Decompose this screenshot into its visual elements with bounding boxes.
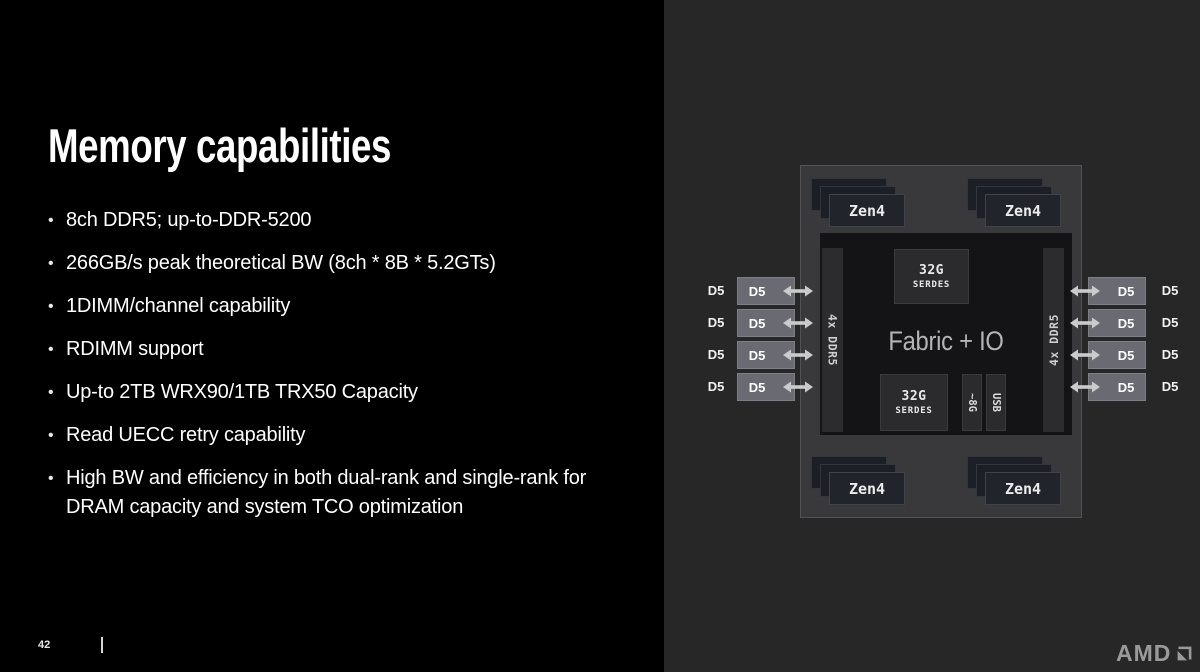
bullet-marker: • [48, 212, 54, 229]
bullet-marker: • [48, 384, 54, 401]
zen4-chiplet: Zen4 [829, 472, 905, 505]
zen4-chiplet: Zen4 [985, 194, 1061, 227]
dimm-module: D5 [737, 341, 795, 369]
ddr-controller-right: 4x DDR5 [1043, 248, 1064, 432]
dimm-channel-label: D5 [707, 379, 725, 394]
zen4-chiplet-stack: Zen4 [811, 456, 905, 505]
zen4-label: Zen4 [1004, 201, 1042, 220]
zen4-chiplet: Zen4 [829, 194, 905, 227]
bullet-item: • Read UECC retry capability [48, 421, 588, 450]
bullet-marker: • [48, 298, 54, 315]
bullet-item: • Up-to 2TB WRX90/1TB TRX50 Capacity [48, 378, 588, 407]
bullet-marker: • [48, 470, 54, 487]
dimm-channel-label: D5 [707, 283, 725, 298]
usb-label: USB [990, 393, 1002, 412]
zen4-chiplet-stack: Zen4 [811, 178, 905, 227]
zen4-label: Zen4 [848, 201, 886, 220]
dimm-channel-label: D5 [1161, 347, 1179, 362]
bidirectional-arrow-icon [1070, 317, 1100, 329]
io-die: 4x DDR5 4x DDR5 32G SERDES Fabric + IO 3… [820, 233, 1072, 435]
bullet-item: • 1DIMM/channel capability [48, 292, 588, 321]
bullet-text: High BW and efficiency in both dual-rank… [66, 467, 587, 518]
bullet-item: • High BW and efficiency in both dual-ran… [48, 464, 588, 522]
bullet-text: Up-to 2TB WRX90/1TB TRX50 Capacity [66, 381, 418, 403]
amd-logo-text: AMD [1116, 640, 1172, 666]
page-number: 42 [38, 639, 51, 651]
slide-title: Memory capabilities [48, 119, 392, 172]
dimm-channel-label: D5 [707, 315, 725, 330]
serdes-line1: 32G [919, 263, 944, 278]
footer-divider [101, 637, 103, 653]
bidirectional-arrow-icon [783, 285, 813, 297]
bidirectional-arrow-icon [783, 317, 813, 329]
amd-logo: AMD [1116, 640, 1194, 667]
fabric-io-label: Fabric + IO [888, 326, 1004, 356]
dimm-channel-label: D5 [1161, 315, 1179, 330]
8g-serdes-block: ~8G [962, 374, 982, 431]
bullet-text: Read UECC retry capability [66, 424, 306, 446]
bullet-item: • 266GB/s peak theoretical BW (8ch * 8B *… [48, 249, 588, 278]
dimm-channel-label: D5 [707, 347, 725, 362]
dimm-channel-label: D5 [1161, 379, 1179, 394]
bullet-item: • 8ch DDR5; up-to-DDR-5200 [48, 206, 588, 235]
bullet-text: 266GB/s peak theoretical BW (8ch * 8B * … [66, 252, 496, 274]
dimm-channel-label: D5 [1161, 283, 1179, 298]
ddr-left-label: 4x DDR5 [825, 314, 840, 366]
bullet-text: RDIMM support [66, 338, 204, 360]
zen4-label: Zen4 [1004, 479, 1042, 498]
zen4-label: Zen4 [848, 479, 886, 498]
8g-label: ~8G [966, 393, 978, 412]
bidirectional-arrow-icon [1070, 285, 1100, 297]
bullet-list: • 8ch DDR5; up-to-DDR-5200 • 266GB/s peak … [48, 206, 588, 536]
serdes-line2: SERDES [895, 406, 933, 416]
zen4-chiplet: Zen4 [985, 472, 1061, 505]
zen4-chiplet-stack: Zen4 [967, 178, 1061, 227]
amd-arrow-icon [1177, 646, 1192, 661]
bidirectional-arrow-icon [1070, 381, 1100, 393]
serdes-top-block: 32G SERDES [894, 249, 969, 304]
dimm-module: D5 [737, 373, 795, 401]
serdes-bottom-block: 32G SERDES [880, 374, 948, 431]
bidirectional-arrow-icon [1070, 349, 1100, 361]
bidirectional-arrow-icon [783, 349, 813, 361]
bullet-text: 1DIMM/channel capability [66, 295, 291, 317]
bullet-marker: • [48, 341, 54, 358]
serdes-line1: 32G [901, 389, 927, 404]
bidirectional-arrow-icon [783, 381, 813, 393]
serdes-line2: SERDES [912, 280, 951, 290]
ddr-controller-left: 4x DDR5 [822, 248, 843, 432]
zen4-chiplet-stack: Zen4 [967, 456, 1061, 505]
usb-block: USB [986, 374, 1006, 431]
bullet-item: • RDIMM support [48, 335, 588, 364]
bullet-marker: • [48, 255, 54, 272]
bullet-marker: • [48, 427, 54, 444]
bullet-text: 8ch DDR5; up-to-DDR-5200 [66, 209, 312, 231]
